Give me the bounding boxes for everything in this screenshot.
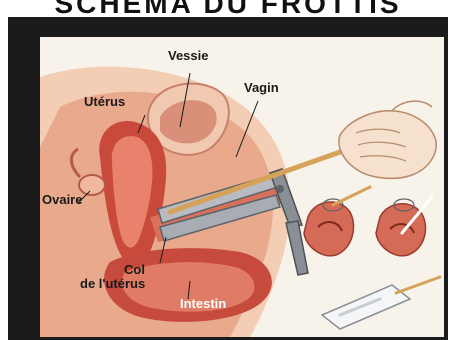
label-uterus: Utérus	[84, 95, 125, 108]
illustration-svg	[40, 37, 444, 337]
ovary	[79, 175, 105, 195]
label-vessie: Vessie	[168, 49, 209, 62]
label-intestin: Intestin	[180, 297, 226, 310]
label-ovaire: Ovaire	[42, 193, 82, 206]
label-vagin: Vagin	[244, 81, 279, 94]
slide-frame: Vessie Utérus Vagin Ovaire Col de l'utér…	[8, 17, 448, 340]
label-col-line1: Col	[124, 263, 145, 276]
label-col-line2: de l'utérus	[80, 277, 145, 290]
anatomical-illustration: Vessie Utérus Vagin Ovaire Col de l'utér…	[40, 37, 444, 337]
